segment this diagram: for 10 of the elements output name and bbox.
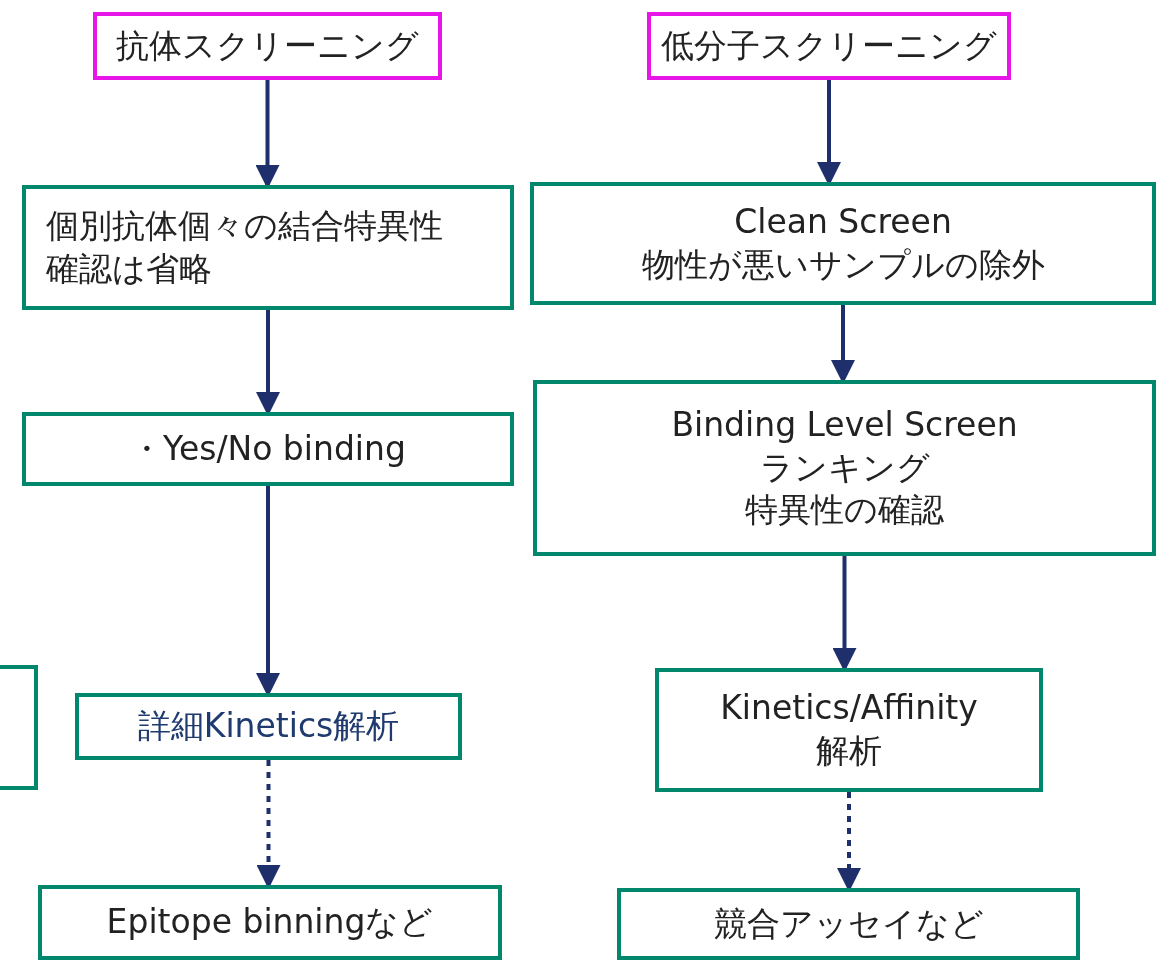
process-box: ・Yes/No binding [22,412,514,486]
process-box: 詳細Kinetics解析 [75,693,462,760]
process-box: 個別抗体個々の結合特異性確認は省略 [22,185,514,310]
process-box: Kinetics/Affinity 解析 [655,668,1043,792]
heading-box: 低分子スクリーニング [647,12,1011,80]
process-box: Binding Level Screen ランキング 特異性の確認 [533,380,1156,556]
process-box: 競合アッセイなど [617,888,1080,960]
process-box: Clean Screen 物性が悪いサンプルの除外 [530,182,1156,305]
process-box: Epitope binningなど [38,885,502,960]
heading-box: 抗体スクリーニング [93,12,442,80]
